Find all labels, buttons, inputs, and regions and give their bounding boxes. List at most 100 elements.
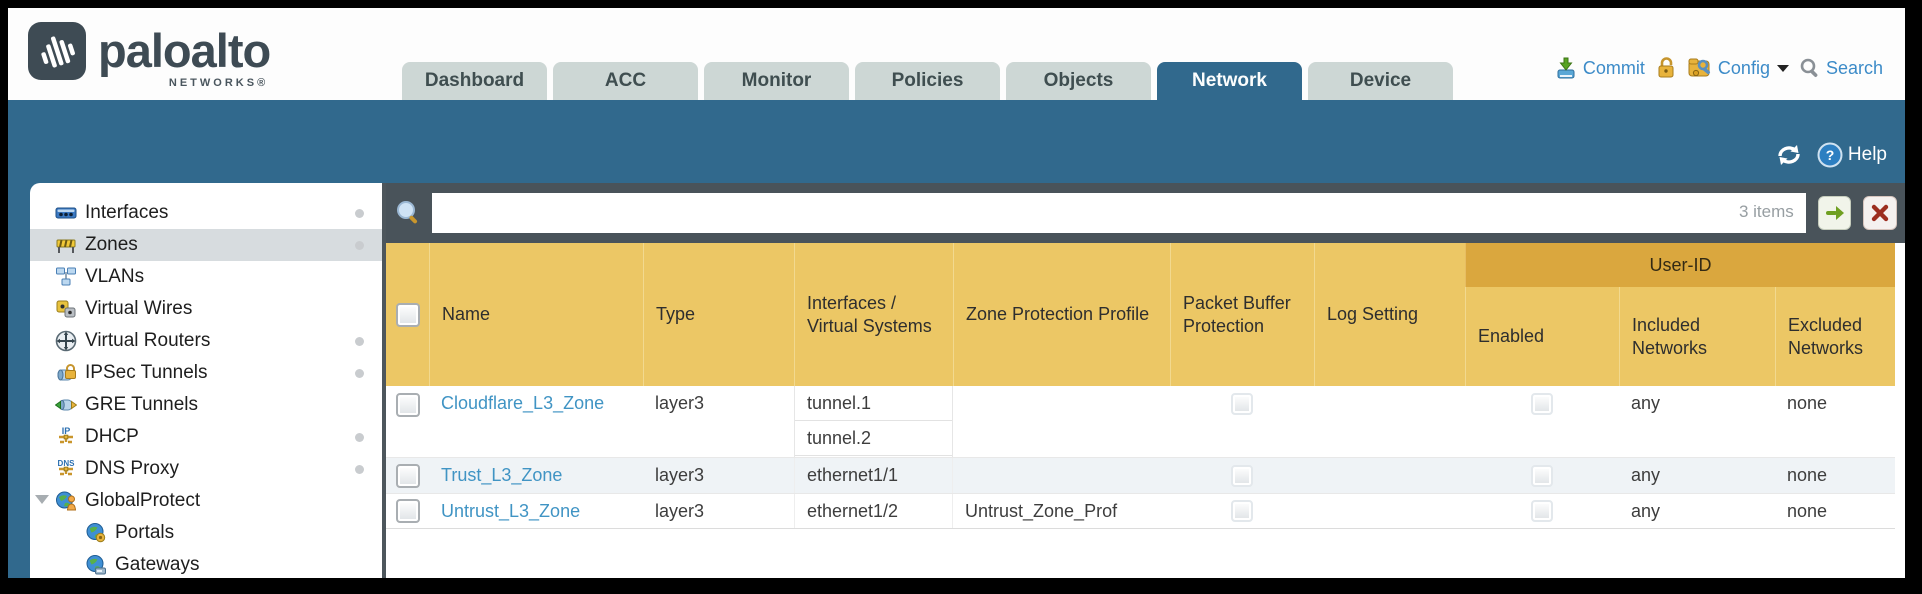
- zones-panel: 3 items User-ID Name Type Int: [386, 183, 1905, 578]
- gre-tunnels-icon: [55, 394, 77, 416]
- clear-filter-button[interactable]: [1863, 196, 1897, 230]
- interfaces-icon: [55, 202, 77, 224]
- ipsec-tunnels-icon: [55, 362, 77, 384]
- zone-protection-profile-cell: Untrust_Zone_Prof: [965, 500, 1118, 521]
- paloalto-logo-icon: [28, 22, 86, 80]
- packet-buffer-protection-checkbox[interactable]: [1231, 500, 1253, 522]
- user-id-enabled-checkbox[interactable]: [1531, 464, 1553, 487]
- items-count: 3 items: [1738, 202, 1794, 221]
- log-setting-cell: [1314, 386, 1465, 457]
- dhcp-icon: IP: [55, 426, 77, 448]
- table-row: Cloudflare_L3_Zone layer3 tunnel.1 tunne…: [386, 386, 1895, 457]
- zone-name-link[interactable]: Trust_L3_Zone: [441, 465, 563, 485]
- sidebar-divider: [382, 183, 386, 578]
- tab-objects[interactable]: Objects: [1006, 62, 1151, 100]
- config-dropdown-caret-icon: [1776, 64, 1789, 72]
- column-header-excluded-networks[interactable]: Excluded Networks: [1775, 243, 1895, 386]
- sidebar-item-virtual-wires[interactable]: Virtual Wires: [30, 293, 382, 325]
- status-dot: [355, 209, 364, 218]
- main-tabs: Dashboard ACC Monitor Policies Objects N…: [402, 62, 1453, 100]
- zone-interfaces-cell: ethernet1/1: [794, 458, 953, 493]
- filter-input[interactable]: [432, 193, 1806, 233]
- lock-icon[interactable]: [1655, 56, 1677, 80]
- packet-buffer-protection-checkbox[interactable]: [1231, 393, 1253, 415]
- sidebar-item-gre-tunnels[interactable]: GRE Tunnels: [30, 389, 382, 421]
- table-row: Untrust_L3_Zone layer3 ethernet1/2 Untru…: [386, 493, 1895, 529]
- sidebar-item-ipsec-tunnels[interactable]: IPSec Tunnels: [30, 357, 382, 389]
- app-window: paloalto NETWORKS® Dashboard ACC Monitor…: [8, 8, 1905, 578]
- column-header-enabled[interactable]: Enabled: [1465, 243, 1619, 386]
- included-networks-cell: any: [1631, 465, 1661, 485]
- excluded-networks-cell: none: [1787, 500, 1828, 521]
- zone-protection-profile-cell: [953, 458, 1170, 493]
- status-dot: [355, 241, 364, 250]
- virtual-wires-icon: [55, 298, 77, 320]
- sidebar-item-zones[interactable]: Zones: [30, 229, 382, 261]
- zone-protection-profile-cell: [953, 386, 1170, 457]
- column-header-log-setting[interactable]: Log Setting: [1314, 243, 1465, 386]
- filter-bar: 3 items: [386, 183, 1905, 243]
- refresh-icon[interactable]: [1775, 142, 1803, 168]
- excluded-networks-cell: none: [1787, 393, 1828, 413]
- user-id-enabled-checkbox[interactable]: [1531, 393, 1553, 415]
- column-header-type[interactable]: Type: [643, 243, 794, 386]
- help-button[interactable]: ? Help: [1817, 142, 1887, 168]
- tab-policies[interactable]: Policies: [855, 62, 1000, 100]
- column-header-packet-buffer-protection[interactable]: Packet Buffer Protection: [1170, 243, 1314, 386]
- sidebar-item-globalprotect[interactable]: GlobalProtect: [30, 485, 382, 517]
- brand-name: paloalto: [98, 24, 271, 77]
- included-networks-cell: any: [1631, 393, 1661, 413]
- packet-buffer-protection-checkbox[interactable]: [1231, 464, 1253, 487]
- select-all-checkbox[interactable]: [395, 302, 420, 327]
- sidebar-item-portals[interactable]: Portals: [30, 517, 382, 549]
- top-header: paloalto NETWORKS® Dashboard ACC Monitor…: [8, 8, 1905, 100]
- column-header-included-networks[interactable]: Included Networks: [1619, 243, 1775, 386]
- search-button[interactable]: Search: [1799, 57, 1883, 79]
- row-checkbox[interactable]: [395, 499, 420, 523]
- tab-dashboard[interactable]: Dashboard: [402, 62, 547, 100]
- zone-type-cell: layer3: [655, 465, 705, 485]
- portals-icon: [85, 522, 107, 544]
- config-icon: [1687, 56, 1713, 80]
- sidebar-item-virtual-routers[interactable]: Virtual Routers: [30, 325, 382, 357]
- expand-triangle-icon[interactable]: [35, 495, 49, 504]
- table-header: User-ID Name Type Interfaces / Virtual S…: [386, 243, 1895, 386]
- svg-text:?: ?: [1826, 147, 1835, 163]
- network-sidebar: Interfaces Zones: [30, 183, 382, 578]
- zone-name-link[interactable]: Untrust_L3_Zone: [441, 500, 581, 521]
- tab-acc[interactable]: ACC: [553, 62, 698, 100]
- zone-name-link[interactable]: Cloudflare_L3_Zone: [441, 393, 605, 413]
- dns-proxy-icon: DNS: [55, 458, 77, 480]
- config-button[interactable]: Config: [1687, 56, 1789, 80]
- sidebar-item-dns-proxy[interactable]: DNS DNS Proxy: [30, 453, 382, 485]
- apply-filter-button[interactable]: [1817, 196, 1852, 230]
- search-icon: [1799, 57, 1821, 79]
- interface-item: tunnel.1: [795, 386, 952, 421]
- user-id-enabled-checkbox[interactable]: [1531, 500, 1553, 522]
- svg-text:IP: IP: [62, 426, 71, 436]
- help-icon: ?: [1817, 142, 1843, 168]
- row-checkbox[interactable]: [395, 393, 420, 417]
- tab-device[interactable]: Device: [1308, 62, 1453, 100]
- status-dot: [355, 465, 364, 474]
- sidebar-item-vlans[interactable]: VLANs: [30, 261, 382, 293]
- sidebar-item-dhcp[interactable]: IP DHCP: [30, 421, 382, 453]
- sidebar-item-gateways[interactable]: Gateways: [30, 549, 382, 578]
- virtual-routers-icon: [55, 330, 77, 352]
- log-setting-cell: [1314, 458, 1465, 493]
- status-dot: [355, 433, 364, 442]
- sidebar-item-interfaces[interactable]: Interfaces: [30, 197, 382, 229]
- brand-logo: paloalto NETWORKS®: [28, 22, 271, 89]
- tab-network[interactable]: Network: [1157, 62, 1302, 100]
- zone-interfaces-cell: ethernet1/2: [794, 494, 953, 528]
- gateways-icon: [85, 554, 107, 576]
- commit-button[interactable]: Commit: [1554, 56, 1645, 80]
- tab-monitor[interactable]: Monitor: [704, 62, 849, 100]
- globalprotect-icon: [55, 490, 77, 512]
- row-checkbox[interactable]: [395, 463, 420, 488]
- magnifier-icon: [394, 199, 422, 227]
- column-header-interfaces[interactable]: Interfaces / Virtual Systems: [794, 243, 953, 386]
- column-header-name[interactable]: Name: [429, 243, 643, 386]
- status-dot: [355, 337, 364, 346]
- column-header-zone-protection-profile[interactable]: Zone Protection Profile: [953, 243, 1170, 386]
